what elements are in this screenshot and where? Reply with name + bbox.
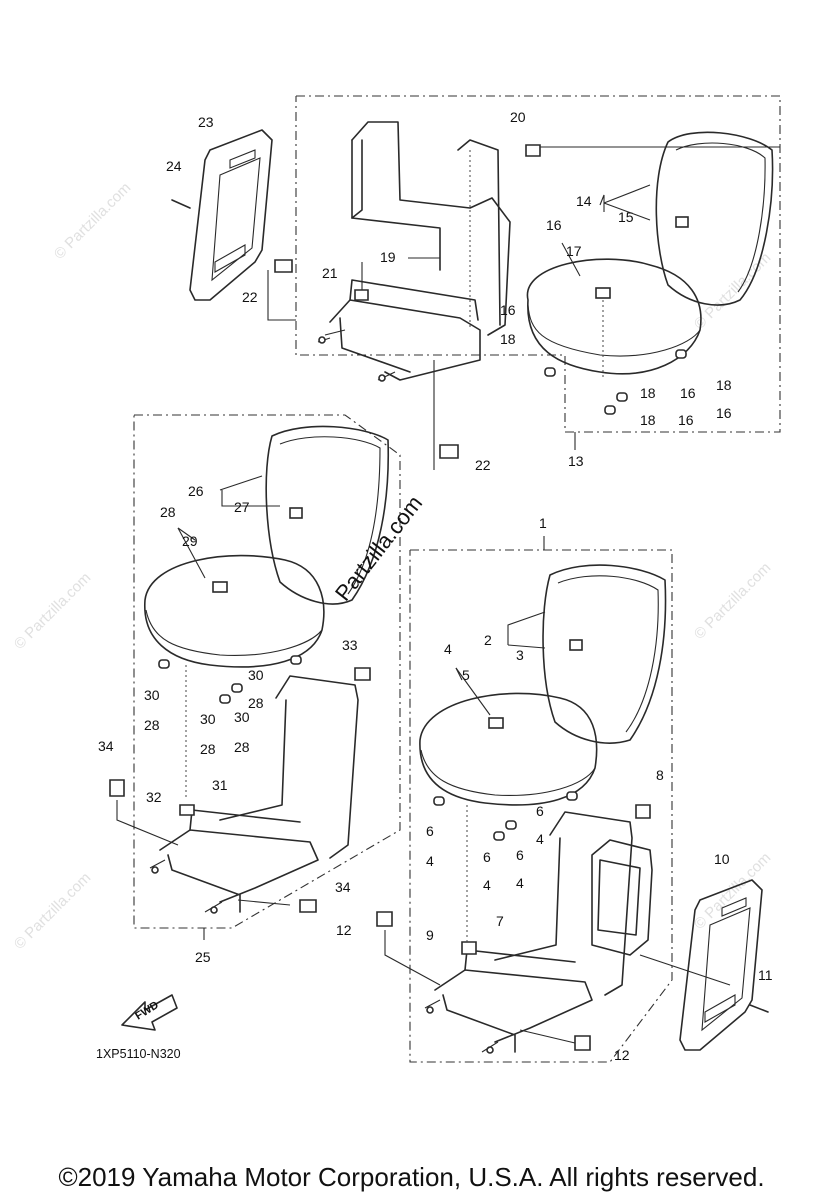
callout-12: 12 (336, 922, 352, 938)
callout-12b: 12 (614, 1047, 630, 1063)
callout-5: 5 (462, 667, 470, 683)
assembly-1 (376, 536, 769, 1063)
callout-6b: 6 (483, 849, 491, 865)
callout-4d: 4 (516, 875, 524, 891)
callout-20: 20 (510, 109, 526, 125)
callout-11: 11 (758, 967, 773, 983)
callout-30b: 30 (200, 711, 216, 727)
callout-16e: 16 (716, 405, 732, 421)
callout-29: 29 (182, 533, 198, 549)
callout-18c: 18 (640, 412, 656, 428)
callout-6d: 6 (536, 803, 544, 819)
callout-7: 7 (496, 913, 504, 929)
callout-1: 1 (539, 515, 547, 531)
callout-4: 4 (444, 641, 452, 657)
callout-19: 19 (380, 249, 396, 265)
fwd-arrow: FWD (121, 994, 178, 1031)
callout-16: 16 (546, 217, 562, 233)
callout-3: 3 (516, 647, 524, 663)
callout-6: 6 (426, 823, 434, 839)
watermark: © Partzilla.com (691, 559, 774, 642)
callout-32: 32 (146, 789, 162, 805)
callout-21: 21 (322, 265, 338, 281)
callout-18: 18 (500, 331, 516, 347)
callout-25: 25 (195, 949, 211, 965)
callout-8: 8 (656, 767, 664, 783)
callout-18d: 18 (716, 377, 732, 393)
copyright-notice: ©2019 Yamaha Motor Corporation, U.S.A. A… (58, 1162, 765, 1192)
callout-28c: 28 (200, 741, 216, 757)
watermark: © Partzilla.com (11, 569, 94, 652)
callout-30: 30 (144, 687, 160, 703)
callout-10: 10 (714, 851, 730, 867)
callout-4c: 4 (483, 877, 491, 893)
assembly-25 (109, 414, 401, 940)
callout-34b: 34 (335, 879, 351, 895)
callout-28: 28 (160, 504, 176, 520)
callout-24: 24 (166, 158, 182, 174)
assembly-13 (171, 95, 781, 470)
callout-28d: 28 (234, 739, 250, 755)
callout-15: 15 (618, 209, 634, 225)
callout-22b: 22 (475, 457, 491, 473)
diagram-code: 1XP5110-N320 (96, 1047, 181, 1061)
callout-16b: 16 (500, 302, 516, 318)
callout-6c: 6 (516, 847, 524, 863)
callout-30d: 30 (248, 667, 264, 683)
callout-26: 26 (188, 483, 204, 499)
callout-2: 2 (484, 632, 492, 648)
callout-9: 9 (426, 927, 434, 943)
watermark-layer: © Partzilla.com © Partzilla.com © Partzi… (11, 179, 774, 952)
callout-18b: 18 (640, 385, 656, 401)
callout-4e: 4 (536, 831, 544, 847)
callout-34: 34 (98, 738, 114, 754)
callout-30c: 30 (234, 709, 250, 725)
callout-17: 17 (566, 243, 582, 259)
callout-28e: 28 (248, 695, 264, 711)
callouts: 1 2 3 4 5 6 4 6 4 6 4 6 4 7 8 9 10 11 12… (98, 109, 773, 1063)
callout-28b: 28 (144, 717, 160, 733)
callout-16c: 16 (680, 385, 696, 401)
callout-13: 13 (568, 453, 584, 469)
watermark: © Partzilla.com (51, 179, 134, 262)
callout-14: 14 (576, 193, 592, 209)
watermark: © Partzilla.com (691, 249, 774, 332)
callout-23: 23 (198, 114, 214, 130)
callout-4b: 4 (426, 853, 434, 869)
callout-33: 33 (342, 637, 358, 653)
callout-16d: 16 (678, 412, 694, 428)
callout-31: 31 (212, 777, 228, 793)
callout-27: 27 (234, 499, 250, 515)
callout-22: 22 (242, 289, 258, 305)
watermark: © Partzilla.com (11, 869, 94, 952)
